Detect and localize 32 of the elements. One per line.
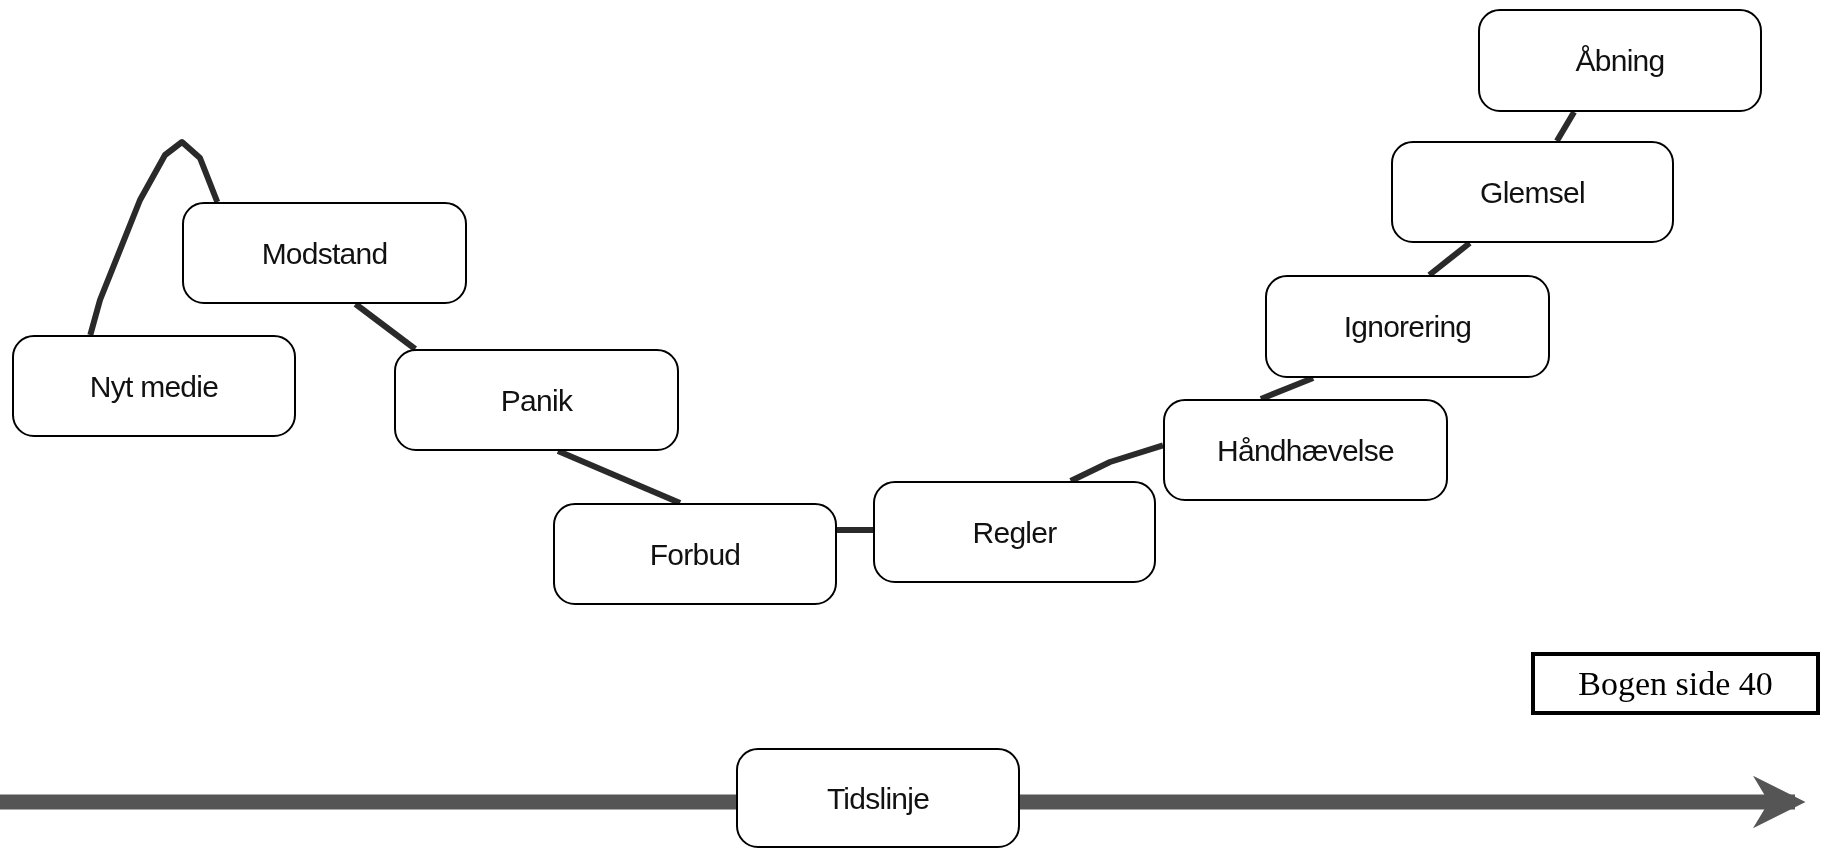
stage-box bbox=[1391, 141, 1674, 243]
connector-line bbox=[0, 794, 736, 810]
connector-line bbox=[1069, 442, 1164, 484]
stage-box bbox=[12, 335, 296, 437]
stage-box bbox=[736, 748, 1020, 848]
stage-label: Modstand bbox=[261, 235, 388, 272]
stage-box bbox=[873, 481, 1156, 583]
connector-line bbox=[556, 448, 682, 506]
stage-box bbox=[1163, 399, 1448, 501]
stage-label: Ignorering bbox=[1343, 309, 1472, 345]
stage-box bbox=[1265, 275, 1550, 378]
stage-label: Panik bbox=[500, 382, 573, 419]
connector-line bbox=[353, 301, 417, 352]
stage-box bbox=[1478, 9, 1762, 112]
note-box bbox=[1531, 652, 1820, 715]
note-text: Bogen side 40 bbox=[1578, 664, 1773, 704]
stage-label: Glemsel bbox=[1480, 174, 1585, 211]
stage-label: Åbning bbox=[1575, 43, 1665, 79]
stage-label: Nyt medie bbox=[89, 368, 219, 405]
arrow bbox=[1020, 775, 1806, 829]
connector-line bbox=[837, 527, 873, 533]
stage-label: Regler bbox=[972, 514, 1057, 551]
connector-line bbox=[1427, 240, 1472, 278]
connector-line bbox=[1554, 110, 1577, 143]
stage-box bbox=[394, 349, 679, 451]
stage-label: Forbud bbox=[649, 536, 741, 573]
stage-label: Tidslinje bbox=[826, 780, 930, 817]
connector-line bbox=[1259, 375, 1315, 402]
stage-label: Håndhævelse bbox=[1217, 432, 1394, 469]
connector-line bbox=[87, 139, 221, 336]
stage-box bbox=[182, 202, 467, 304]
stage-box bbox=[553, 503, 837, 605]
